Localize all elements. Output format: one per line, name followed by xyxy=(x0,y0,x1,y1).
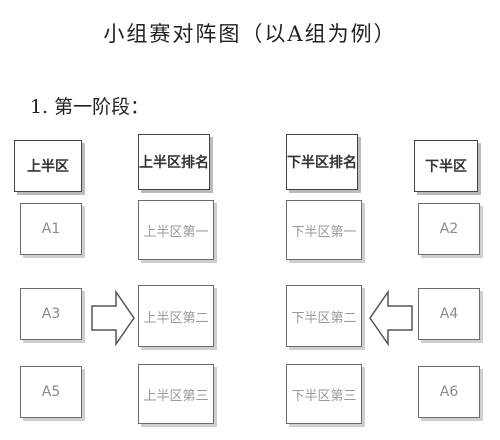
lower-zone-team-2: A4 xyxy=(418,288,480,340)
lower-rank-third: 下半区第三 xyxy=(286,364,362,424)
lower-rank-second: 下半区第二 xyxy=(286,285,362,347)
upper-zone-team-2: A3 xyxy=(20,288,82,340)
upper-rank-second: 上半区第二 xyxy=(138,285,214,347)
diagram-title: 小组赛对阵图（以A组为例） xyxy=(103,22,397,46)
arrow-right-icon xyxy=(91,289,135,347)
lower-zone-header: 下半区 xyxy=(414,140,478,192)
lower-zone-team-3: A6 xyxy=(418,366,480,418)
upper-rank-third: 上半区第三 xyxy=(138,364,214,424)
lower-rank-header: 下半区排名 xyxy=(286,134,358,190)
lower-zone-team-1: A2 xyxy=(418,203,480,255)
upper-rank-header: 上半区排名 xyxy=(138,134,210,190)
lower-rank-first: 下半区第一 xyxy=(286,200,362,260)
upper-zone-team-1: A1 xyxy=(20,203,82,255)
upper-rank-first: 上半区第一 xyxy=(138,200,214,260)
stage-heading: 1. 第一阶段： xyxy=(30,96,150,118)
upper-zone-team-3: A5 xyxy=(20,366,82,418)
upper-zone-header: 上半区 xyxy=(14,140,82,192)
arrow-left-icon xyxy=(369,289,413,347)
